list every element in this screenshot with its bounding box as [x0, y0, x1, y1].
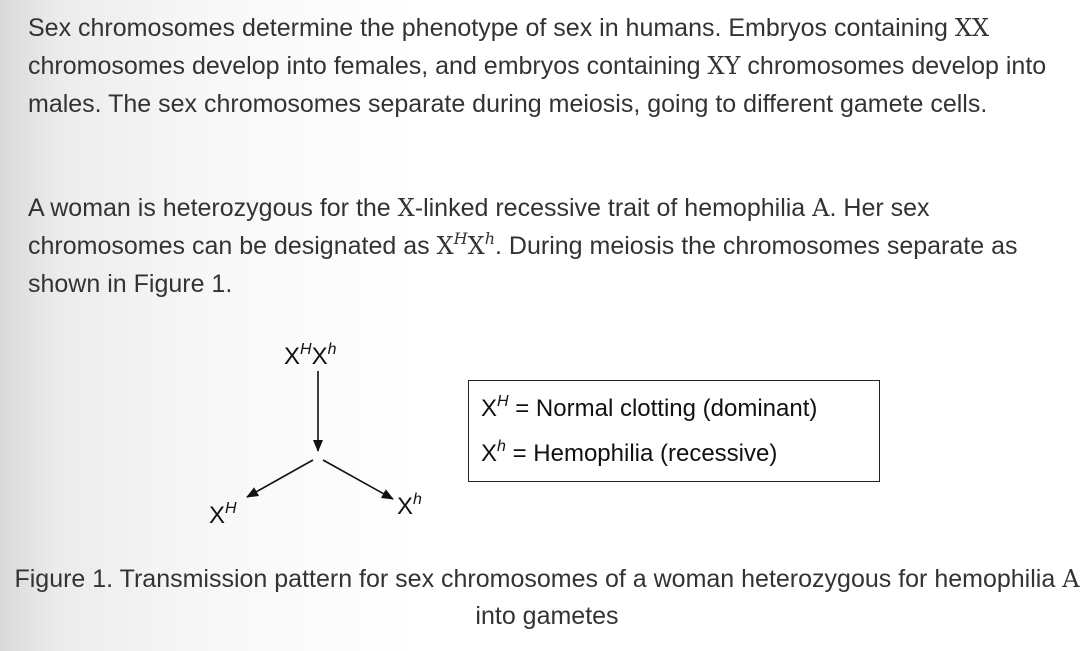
math-genotype: XHXh: [436, 229, 496, 261]
left-arrow-icon: [246, 459, 314, 498]
parent-genotype-label: XHXh: [284, 341, 337, 371]
parent-sup2: h: [327, 341, 337, 358]
intro-paragraph: Sex chromosomes determine the phenotype …: [28, 9, 1068, 123]
legend-row-recessive: Xh = Hemophilia (recessive): [481, 438, 778, 468]
parent-x2: X: [311, 343, 328, 370]
legend-text: = Normal clotting (dominant): [508, 395, 818, 422]
legend-box: XH = Normal clotting (dominant) Xh = Hem…: [468, 380, 880, 482]
legend-sup: H: [497, 393, 509, 410]
gamete-right-label: Xh: [397, 491, 422, 521]
gamete-left-x: X: [209, 502, 226, 529]
genotype-sup-h: h: [484, 229, 496, 248]
gamete-left-sup: H: [225, 500, 237, 517]
p2-text-3: . Her sex chromosomes can be designated …: [28, 194, 930, 260]
parent-x1: X: [284, 343, 301, 370]
legend-x: X: [481, 395, 498, 422]
p1-text-3: chromosomes develop into males. The sex …: [28, 52, 1047, 118]
math-a: A: [812, 194, 830, 222]
p2-text-2: -linked recessive trait of hemophilia: [414, 194, 813, 222]
gamete-right-x: X: [397, 493, 414, 520]
legend-sup: h: [497, 438, 506, 455]
scenario-paragraph: A woman is heterozygous for the X-linked…: [28, 189, 1068, 303]
genotype-x2: X: [467, 232, 485, 260]
caption-math-a: A: [1062, 565, 1080, 593]
p2-text-1: A woman is heterozygous for the: [28, 194, 398, 222]
p1-text-2: chromosomes develop into females, and em…: [28, 52, 708, 80]
figure-caption: Figure 1. Transmission pattern for sex c…: [0, 561, 1086, 635]
p2-text-4: . During meiosis the chromosomes separat…: [28, 232, 1018, 298]
legend-text: = Hemophilia (recessive): [505, 440, 778, 467]
caption-text-1: Figure 1. Transmission pattern for sex c…: [14, 565, 1063, 593]
right-arrow-icon: [322, 459, 394, 500]
gamete-right-sup: h: [413, 491, 422, 508]
gamete-left-label: XH: [209, 500, 237, 530]
p1-text-1: Sex chromosomes determine the phenotype …: [28, 14, 955, 42]
legend-x: X: [481, 440, 498, 467]
genotype-x1: X: [436, 232, 454, 260]
legend-row-dominant: XH = Normal clotting (dominant): [481, 393, 818, 423]
genotype-sup-H: H: [453, 229, 468, 248]
caption-text-2: into gametes: [475, 602, 619, 630]
parent-sup1: H: [300, 341, 312, 358]
math-xy: XY: [707, 52, 741, 80]
math-xx: XX: [954, 14, 990, 42]
math-x: X: [397, 194, 415, 222]
